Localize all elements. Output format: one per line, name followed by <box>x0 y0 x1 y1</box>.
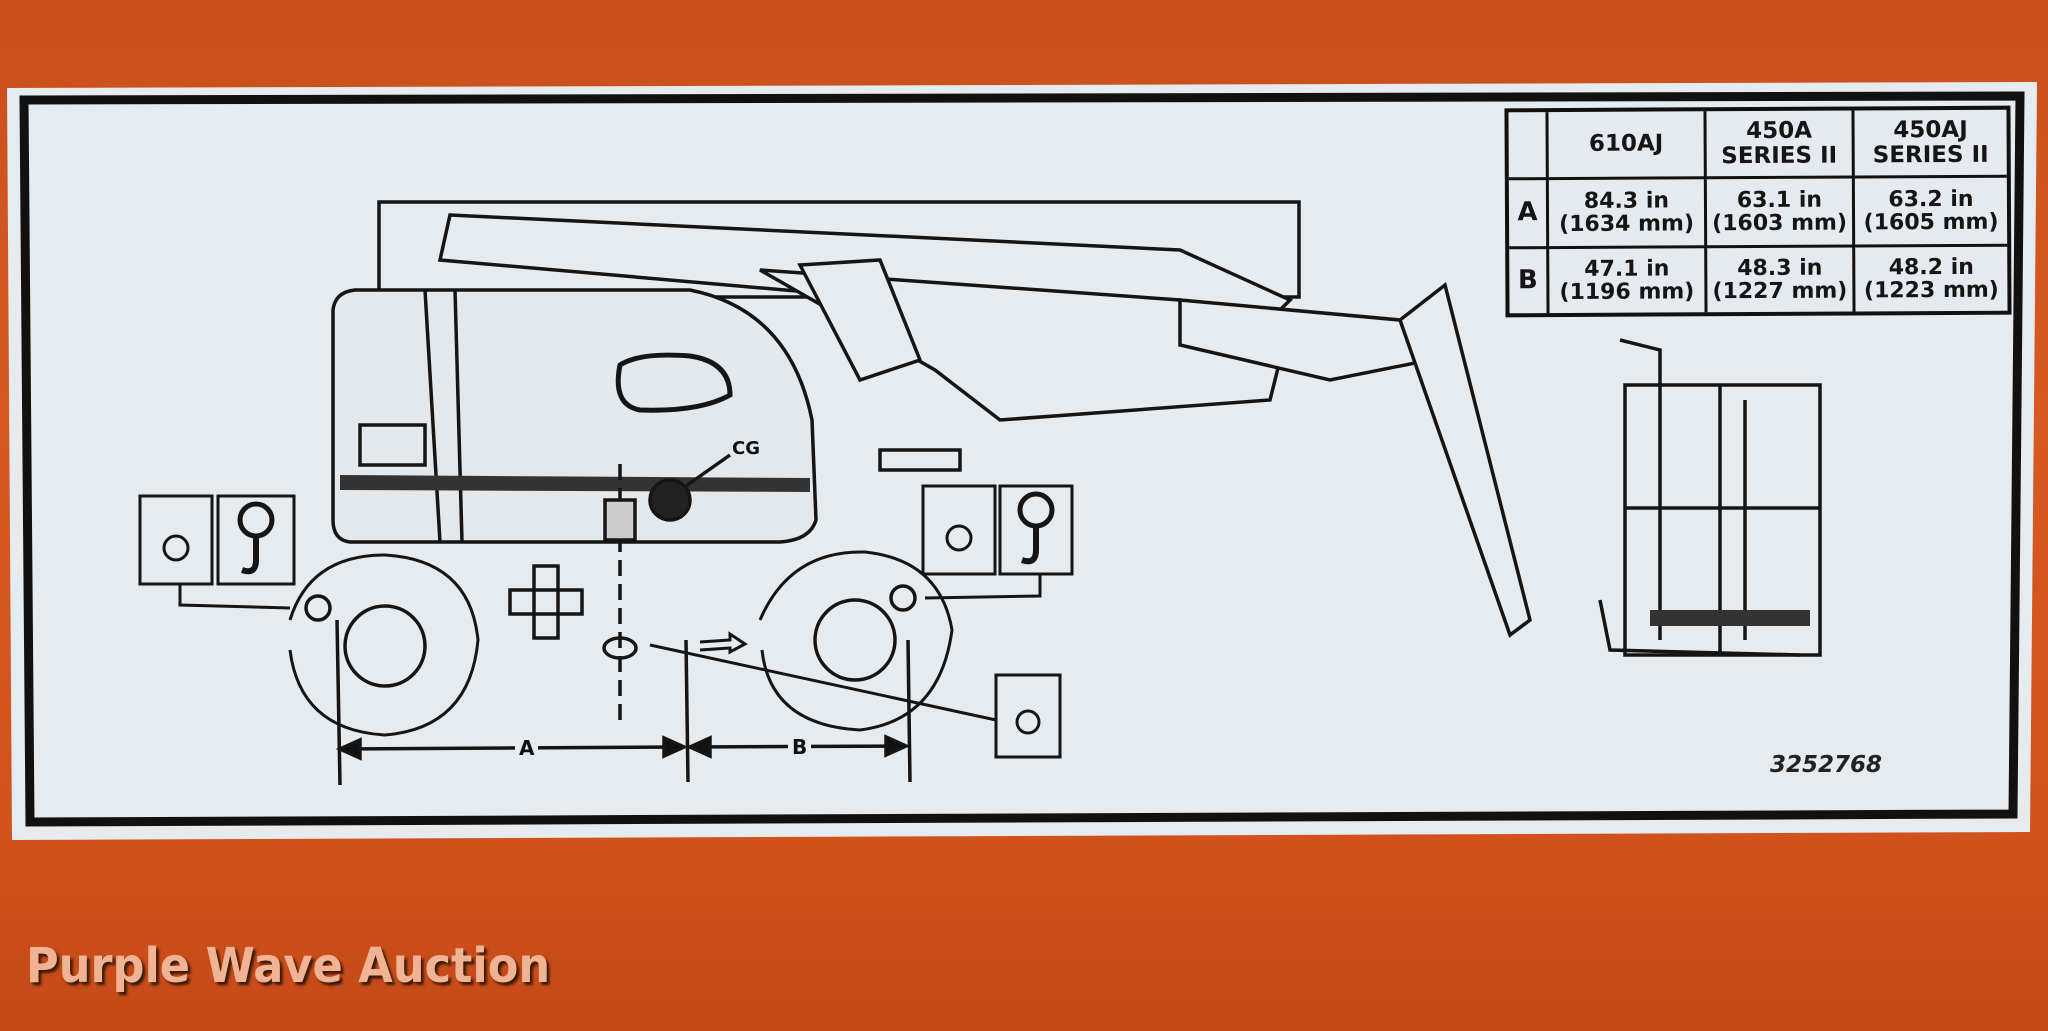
riser <box>797 258 923 383</box>
body-stripe <box>340 475 810 492</box>
table-cell: 48.2 in(1223 mm) <box>1863 254 1999 304</box>
row-label: B <box>1509 249 1550 314</box>
table-cell: 63.2 in(1605 mm) <box>1854 177 2008 248</box>
vent <box>615 352 733 413</box>
dimension-a-label: A <box>515 736 539 760</box>
part-number: 3252768 <box>1770 752 1883 778</box>
table-cell: 47.1 in(1196 mm) <box>1549 248 1708 314</box>
dimension-b-label: B <box>788 735 812 759</box>
tie-down-icon <box>138 484 1062 759</box>
cg-label: CG <box>732 438 760 459</box>
lift-diagram <box>138 200 1822 786</box>
table-cell: 48.3 in(1227 mm) <box>1707 247 1856 313</box>
lift-hook-icon <box>216 484 1074 586</box>
watermark: Purple Wave Auction <box>26 938 551 994</box>
dimension-a-line <box>339 745 685 751</box>
table-corner <box>1508 112 1549 181</box>
cg-marker <box>648 478 692 522</box>
table-cell: 63.1 in(1603 mm) <box>1706 178 1856 249</box>
table-cell: 84.3 in(1634 mm) <box>1548 179 1708 250</box>
jib <box>1397 281 1532 638</box>
row-label: A <box>1508 180 1550 250</box>
table-header: 610AJ <box>1548 111 1707 181</box>
arm <box>1178 298 1434 382</box>
rear-wheel <box>758 550 954 732</box>
body-window <box>358 423 427 467</box>
decal-border <box>19 91 2025 827</box>
chassis-body <box>331 288 818 544</box>
